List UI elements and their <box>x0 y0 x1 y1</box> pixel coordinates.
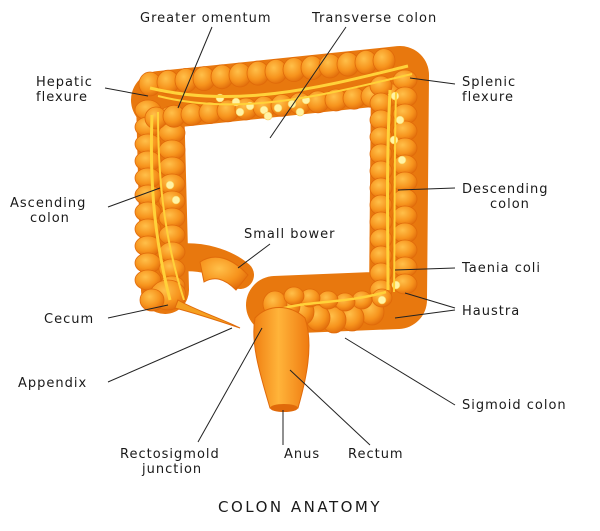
leader-greater-omentum <box>177 26 213 109</box>
fat-globule <box>235 107 245 117</box>
label-splenic-flexure-line1: Splenic <box>462 75 516 90</box>
colon-illustration <box>131 46 429 412</box>
small-bowel-stub <box>199 256 249 291</box>
label-ascending-colon-line2: colon <box>30 211 70 226</box>
leader-splenic-flexure <box>409 77 456 85</box>
label-sigmoid-colon: Sigmoid colon <box>462 398 567 413</box>
leader-appendix <box>107 327 233 383</box>
haustrum <box>139 288 165 312</box>
label-appendix: Appendix <box>18 376 87 391</box>
fat-globule <box>259 105 269 115</box>
label-cecum: Cecum <box>44 312 94 327</box>
fat-globule <box>397 155 407 165</box>
label-splenic-flexure-line2: flexure <box>462 90 514 105</box>
label-greater-omentum: Greater omentum <box>140 11 272 26</box>
leader-taenia-coli <box>394 267 456 271</box>
label-rectum: Rectum <box>348 447 404 462</box>
diagram-title: COLON ANATOMY <box>218 498 382 516</box>
leader-rectum <box>289 369 371 446</box>
fat-globule <box>165 180 175 190</box>
fat-globule <box>389 135 399 145</box>
label-descending-colon-line2: colon <box>490 197 530 212</box>
label-anus: Anus <box>284 447 320 462</box>
leader-cecum <box>107 304 169 319</box>
leader-hepatic-flexure <box>104 87 149 97</box>
label-ascending-colon-line1: Ascending <box>10 196 86 211</box>
label-taenia-coli: Taenia coli <box>461 261 541 276</box>
label-transverse-colon: Transverse colon <box>311 11 437 26</box>
taenia-coli-bands <box>149 64 413 314</box>
label-rectosigmoid-line2: junction <box>141 462 202 477</box>
label-small-bower: Small bower <box>244 227 335 242</box>
leader-small-bower <box>237 243 271 269</box>
haustrum <box>283 286 305 306</box>
fat-globule <box>263 111 273 121</box>
fat-globule <box>295 107 305 117</box>
label-haustra: Haustra <box>462 304 520 319</box>
fat-globule <box>395 115 405 125</box>
leader-haustra-1 <box>404 292 456 309</box>
label-hepatic-flexure-line2: flexure <box>36 90 88 105</box>
leader-haustra-2 <box>394 309 456 319</box>
label-descending-colon-line1: Descending <box>462 182 549 197</box>
label-hepatic-flexure-line1: Hepatic <box>36 75 93 90</box>
leader-transverse-colon <box>269 26 347 139</box>
leader-descending-colon <box>397 187 456 191</box>
fat-globule <box>171 195 181 205</box>
fat-globule <box>273 103 283 113</box>
leader-ascending-colon <box>107 187 161 208</box>
appendix <box>174 299 241 329</box>
anus <box>270 404 298 412</box>
leader-lines <box>104 26 456 446</box>
fat-globule <box>377 295 387 305</box>
label-rectosigmoid-line1: Rectosigmold <box>120 447 220 462</box>
leader-rectosigmoid <box>197 327 263 443</box>
leader-sigmoid-colon <box>344 337 456 406</box>
labels: Greater omentum Transverse colon Hepatic… <box>10 11 567 516</box>
rectum <box>253 307 310 409</box>
